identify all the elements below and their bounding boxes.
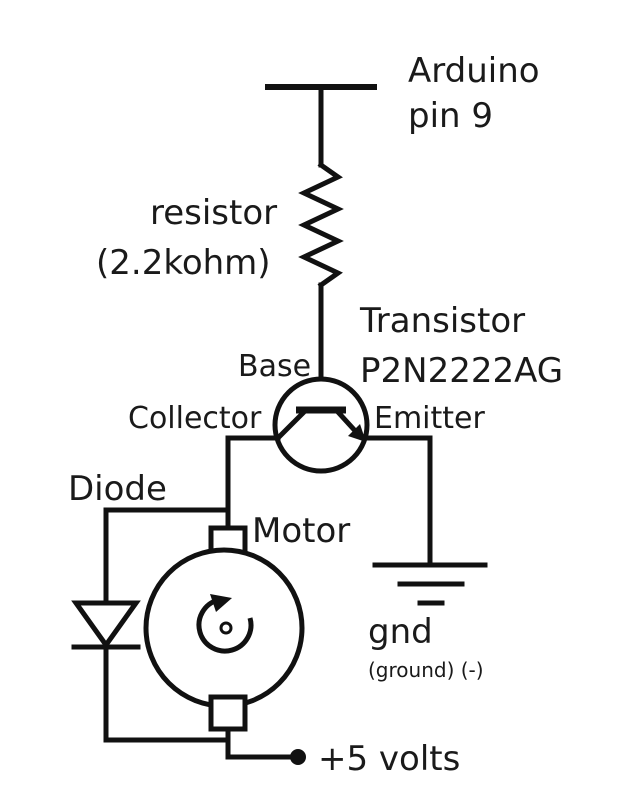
motor-terminal-bottom <box>208 694 248 732</box>
resistor-symbol <box>298 161 344 289</box>
label-transistor: Transistor <box>359 301 525 341</box>
transistor-symbol <box>272 376 370 474</box>
label-collector: Collector <box>128 401 262 436</box>
emitter-arrow-icon <box>348 424 366 442</box>
wire-collector-to-motor <box>225 435 281 531</box>
label-emitter: Emitter <box>374 401 485 436</box>
label-transistor-part: P2N2222AG <box>360 351 563 391</box>
label-gnd-note: (ground) (-) <box>368 658 484 682</box>
transistor-body <box>272 376 370 474</box>
label-base: Base <box>238 349 311 384</box>
wire-diode-bottom <box>103 644 231 743</box>
label-motor: Motor <box>252 511 350 551</box>
wire-emitter-to-ground <box>363 435 433 568</box>
diode-symbol <box>71 600 141 650</box>
label-arduino: Arduino <box>408 51 540 91</box>
label-resistor: resistor <box>150 193 277 233</box>
transistor-collector-lead <box>274 408 308 442</box>
label-pin9: pin 9 <box>408 96 493 136</box>
ground-symbol <box>372 562 488 606</box>
rotation-arrowhead-icon <box>210 594 232 612</box>
motor-symbol <box>143 525 305 732</box>
rotation-arrow-icon <box>196 597 254 654</box>
label-supply: +5 volts <box>318 739 460 779</box>
supply-node-dot <box>290 749 306 765</box>
wire-diode-top <box>103 507 231 606</box>
diode-triangle <box>71 600 141 650</box>
motor-shaft-icon <box>219 621 233 635</box>
label-resistor-value: (2.2kohm) <box>96 243 271 283</box>
label-gnd: gnd <box>368 612 433 652</box>
label-diode: Diode <box>68 469 167 509</box>
wire-to-supply <box>225 726 301 760</box>
